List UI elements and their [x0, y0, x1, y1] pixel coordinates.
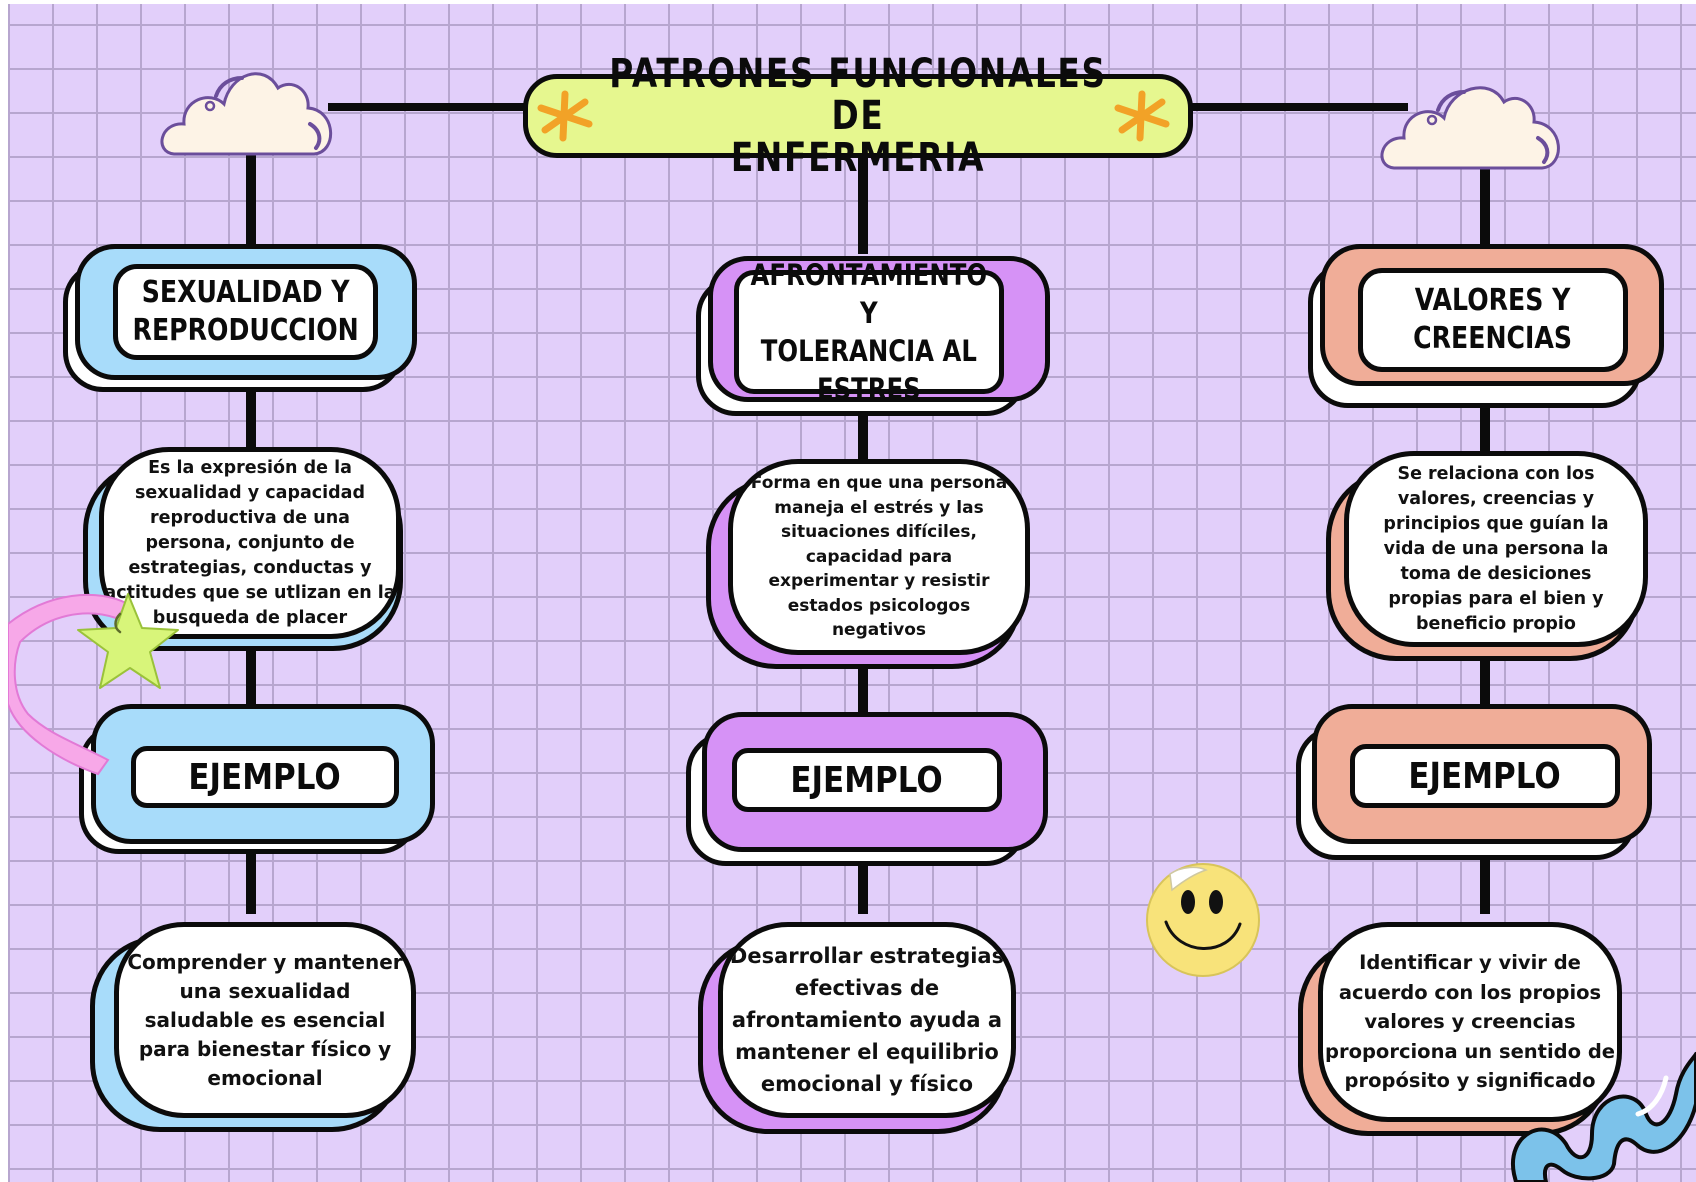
col1-example-label: EJEMPLO: [188, 756, 342, 798]
col1-heading: SEXUALIDAD Y REPRODUCCION: [132, 275, 359, 348]
col2-example-label: EJEMPLO: [790, 759, 944, 801]
col2-example-node: EJEMPLO: [686, 712, 1056, 877]
col3-heading: VALORES Y CREENCIAS: [1413, 283, 1573, 356]
smiley-face-icon: [1146, 863, 1260, 977]
col3-example-text-body: Identificar y vivir de acuerdo con los p…: [1325, 951, 1616, 1093]
col3-heading-node: VALORES Y CREENCIAS: [1308, 244, 1668, 414]
col1-example-node: EJEMPLO: [73, 704, 443, 869]
shooting-star-icon: [8, 593, 179, 776]
col2-example-text-body: Desarrollar estrategias efectivas de afr…: [729, 944, 1005, 1096]
col1-example-text-body: Comprender y mantener una sexualidad sal…: [127, 949, 403, 1090]
cloud-icon: [160, 72, 332, 156]
col3-description-text: Se relaciona con los valores, creencias …: [1383, 463, 1609, 634]
col3-example-node: EJEMPLO: [1296, 704, 1666, 869]
col3-connector-top: [1480, 169, 1490, 249]
sparkle-icon: [1114, 90, 1170, 142]
title-connector-left: [328, 103, 528, 111]
col2-description-text: Forma en que una persona maneja el estré…: [750, 473, 1008, 641]
sparkle-icon: [537, 90, 593, 142]
col1-heading-node: SEXUALIDAD Y REPRODUCCION: [63, 244, 423, 409]
col1-connector-top: [246, 154, 256, 254]
page-title: PATRONES FUNCIONALES DE ENFERMERIA: [609, 51, 1107, 181]
squiggle-icon: [1510, 1052, 1696, 1182]
title-banner: PATRONES FUNCIONALES DE ENFERMERIA: [523, 53, 1193, 179]
col3-example-text: Identificar y vivir de acuerdo con los p…: [1298, 922, 1638, 1137]
col2-connector-top: [858, 154, 868, 254]
col2-heading: AFRONTAMIENTO Y TOLERANCIA AL ESTRES: [750, 258, 988, 406]
col2-description: Forma en que una persona maneja el estré…: [706, 459, 1036, 674]
col3-description: Se relaciona con los valores, creencias …: [1326, 451, 1666, 666]
col3-example-label: EJEMPLO: [1408, 755, 1562, 797]
cloud-icon: [1380, 86, 1560, 170]
col1-example-text: Comprender y mantener una sexualidad sal…: [90, 922, 430, 1132]
col1-description-text: Es la expresión de la sexualidad y capac…: [104, 457, 396, 628]
col2-example-text: Desarrollar estrategias efectivas de afr…: [698, 922, 1038, 1137]
grid-background: PATRONES FUNCIONALES DE ENFERMERIA SEXUA…: [8, 4, 1696, 1182]
col2-heading-node: AFRONTAMIENTO Y TOLERANCIA AL ESTRES: [696, 256, 1056, 426]
title-connector-right: [1188, 103, 1408, 111]
